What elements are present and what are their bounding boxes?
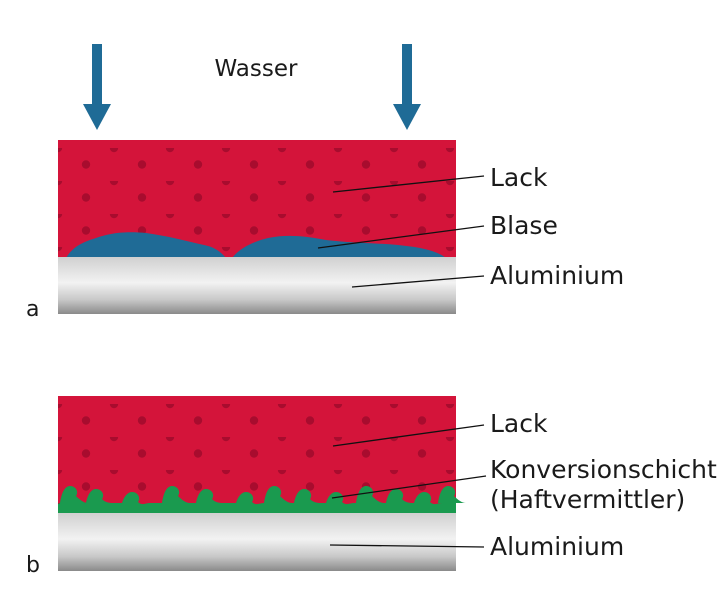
leader-aluminium-b xyxy=(329,544,485,548)
blister-left xyxy=(66,232,226,258)
label-paint-a: Lack xyxy=(490,163,548,192)
leader-aluminium-a xyxy=(351,275,485,288)
panel-a: Wasser Lack Blase Aluminium a xyxy=(26,44,624,322)
panel-id-a: a xyxy=(26,297,39,322)
leader-conversion xyxy=(331,475,487,499)
label-conversion-line2: (Haftvermittler) xyxy=(490,485,685,514)
leader-blister xyxy=(317,225,485,249)
water-arrow-left xyxy=(83,44,111,130)
water-arrow-right xyxy=(393,44,421,130)
label-paint-b: Lack xyxy=(490,409,548,438)
leader-paint-a xyxy=(332,175,485,193)
label-aluminium-b: Aluminium xyxy=(490,532,624,561)
label-blister: Blase xyxy=(490,211,558,240)
blister-right xyxy=(232,235,446,258)
aluminium-layer-b xyxy=(58,513,456,571)
water-label: Wasser xyxy=(215,56,298,82)
aluminium-layer-a xyxy=(58,257,456,314)
panel-b: Lack Konversionschicht (Haftvermittler) … xyxy=(26,396,717,578)
label-conversion-line1: Konversionschicht xyxy=(490,455,717,484)
label-aluminium-a: Aluminium xyxy=(490,261,624,290)
leader-paint-b xyxy=(332,424,485,447)
panel-id-b: b xyxy=(26,553,40,578)
